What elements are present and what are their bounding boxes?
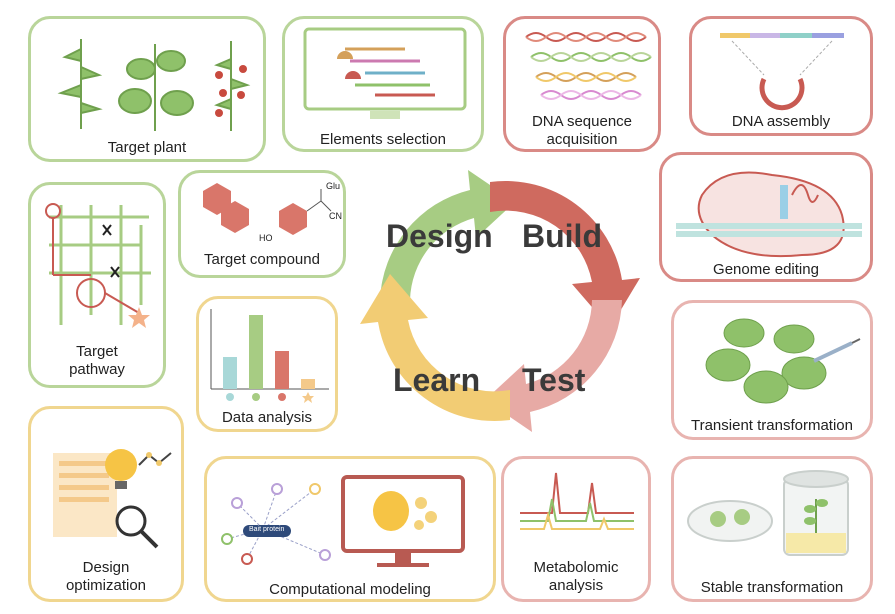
card-stable-transformation: Stable transformation xyxy=(671,456,873,602)
test-label: Test xyxy=(522,362,586,398)
metabolomic-label-2: analysis xyxy=(548,577,604,594)
design-label: Design xyxy=(386,218,493,254)
plasmid-illustration xyxy=(720,33,844,111)
stable-transformation-label: Stable transformation xyxy=(700,579,844,596)
cn-label: CN xyxy=(329,211,342,221)
ho-label: HO xyxy=(259,233,273,243)
card-target-plant: Target plant xyxy=(28,16,266,162)
card-dna-assembly: DNA assembly xyxy=(689,16,873,136)
target-plant-label: Target plant xyxy=(107,139,187,156)
card-target-compound: Glu CN HO Target compound xyxy=(178,170,346,278)
compound-illustration xyxy=(203,183,332,235)
card-target-pathway: Target pathway xyxy=(28,182,166,388)
dna-sequence-label-1: DNA sequence xyxy=(531,113,633,130)
tobacco-leaf-illustration xyxy=(705,318,861,404)
card-genome-editing: Genome editing xyxy=(659,152,873,282)
target-pathway-label-2: pathway xyxy=(69,361,125,378)
genome-editing-illustration xyxy=(676,171,862,258)
pathway-illustration xyxy=(45,203,151,328)
card-transient-transformation: Transient transformation xyxy=(671,300,873,440)
build-label: Build xyxy=(522,218,602,254)
culture-illustration xyxy=(687,470,849,556)
dna-assembly-label: DNA assembly xyxy=(731,113,831,130)
dna-sequence-label-2: acquisition xyxy=(546,131,618,148)
card-dna-sequence: DNA sequence acquisition xyxy=(503,16,661,152)
genome-editing-label: Genome editing xyxy=(713,261,819,278)
card-computational-modeling: Bait protein Computational modeling xyxy=(204,456,496,602)
metabolomic-label-1: Metabolomic xyxy=(533,559,619,576)
bar-chart-illustration xyxy=(210,309,329,403)
dna-helix-illustration xyxy=(525,32,652,100)
target-compound-label: Target compound xyxy=(204,251,320,268)
network-illustration xyxy=(221,475,465,567)
glu-label: Glu xyxy=(326,181,341,191)
target-pathway-label-1: Target xyxy=(76,343,118,360)
chromatogram-illustration xyxy=(520,472,634,530)
design-optimization-illustration xyxy=(53,449,172,549)
elements-selection-label: Elements selection xyxy=(320,131,446,148)
computational-modeling-label: Computational modeling xyxy=(269,581,431,598)
design-optimization-label-1: Design xyxy=(82,559,130,576)
plant-illustration xyxy=(57,39,251,131)
dbtl-cycle-arrows xyxy=(360,170,640,432)
learn-label: Learn xyxy=(393,362,481,398)
monitor-illustration xyxy=(303,27,467,119)
card-metabolomic-analysis: Metabolomic analysis xyxy=(501,456,651,602)
card-design-optimization: Design optimization xyxy=(28,406,184,602)
design-optimization-label-2: optimization xyxy=(65,577,147,594)
card-data-analysis: Data analysis xyxy=(196,296,338,432)
data-analysis-label: Data analysis xyxy=(221,409,313,426)
card-elements-selection: Elements selection xyxy=(282,16,484,152)
bait-protein-label: Bait protein xyxy=(249,526,285,533)
transient-transformation-label: Transient transformation xyxy=(690,417,853,434)
